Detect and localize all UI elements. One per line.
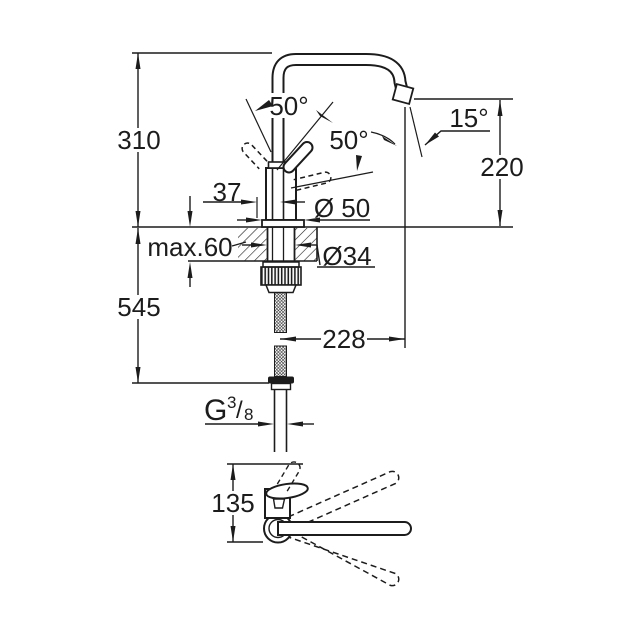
arrow-angle-mid [316,110,333,123]
flex-hose-upper [274,292,287,333]
faucet-top-view [263,461,412,587]
dim-310-label: 310 [117,125,160,155]
arrow-15-leader [425,132,439,145]
arrow-angle-left [255,100,273,111]
dim-d34-label: Ø34 [322,241,371,271]
dim-135-label: 135 [211,488,254,518]
spout-tube-core [273,55,409,170]
arrow-max60-top [187,211,193,227]
arrow-545-bottom [135,367,141,383]
dim-g38-label: G 3 / 8 [204,393,253,427]
arrow-135-bottom [230,526,236,542]
spout-dashed-up [275,470,400,536]
arrow-d50-left [246,217,262,223]
arrow-220-top [497,100,503,116]
dim-d50-label: Ø 50 [314,193,370,223]
arrowheads [135,53,503,542]
arrow-d34-right [295,242,311,248]
angle-construction-lines [276,101,374,189]
arrow-d34-left [251,242,267,248]
arrow-arc-50 [382,136,397,146]
arrow-g38-left [258,421,274,427]
g38-g: G [204,394,227,427]
dimension-labels: 310 545 50° 50° 15° 220 37 Ø 50 max.60 Ø… [117,91,523,518]
hose-connector-base [270,382,292,391]
dim-220-label: 220 [480,152,523,182]
mounting-nut-knurl [260,266,302,286]
arrow-310-top [135,53,141,69]
dim-max60-label: max.60 [147,232,232,262]
dim-228-label: 228 [322,324,365,354]
arrow-228-left [280,336,296,342]
lever-neck-top-view [272,498,286,509]
flex-hose-lower [274,345,287,377]
arrow-545-top [135,228,141,244]
arrow-max60-bottom [187,262,193,278]
arrow-g38-right [287,421,303,427]
arrow-d50-right [304,217,320,223]
line-spout-axis-tilted [409,106,423,158]
label-backgrounds [116,93,525,515]
hose-connector-nut [268,376,294,384]
arrow-135-top [230,464,236,480]
spout-solid [277,521,412,536]
dim-15-label: 15° [449,103,488,133]
g38-slash: / [236,397,243,424]
dim-37-label: 37 [213,177,242,207]
lever-paddle-top-view [265,482,309,500]
g38-den: 8 [244,405,253,424]
aerator-tip [391,82,415,106]
mounting-nut-lower [264,284,298,294]
spout-dashed-down [275,521,400,587]
base-flange [261,219,305,228]
lever-dashed-left [241,142,268,170]
arrow-310-bottom [135,211,141,227]
arrow-37-right [280,199,296,205]
arrow-228-right [389,336,405,342]
line-lever-axis-right [290,171,374,189]
lever-dashed-right [293,171,332,192]
faucet-body [265,167,297,221]
line-lever-axis-left [245,98,272,153]
lever-solid-core [284,143,312,172]
line-lever-axis-solid [276,101,334,171]
arrow-220-bottom [497,210,503,226]
dim-545-label: 545 [117,292,160,322]
dim-50-left-label: 50° [269,91,308,121]
g38-num: 3 [227,393,236,412]
dim-50-right-label: 50° [329,125,368,155]
arc-50-right [370,131,396,145]
faucet-side-view [241,53,415,452]
arrow-angle-down [356,155,362,171]
dim-d34-diag [316,244,321,266]
arrow-37-left [241,199,257,205]
